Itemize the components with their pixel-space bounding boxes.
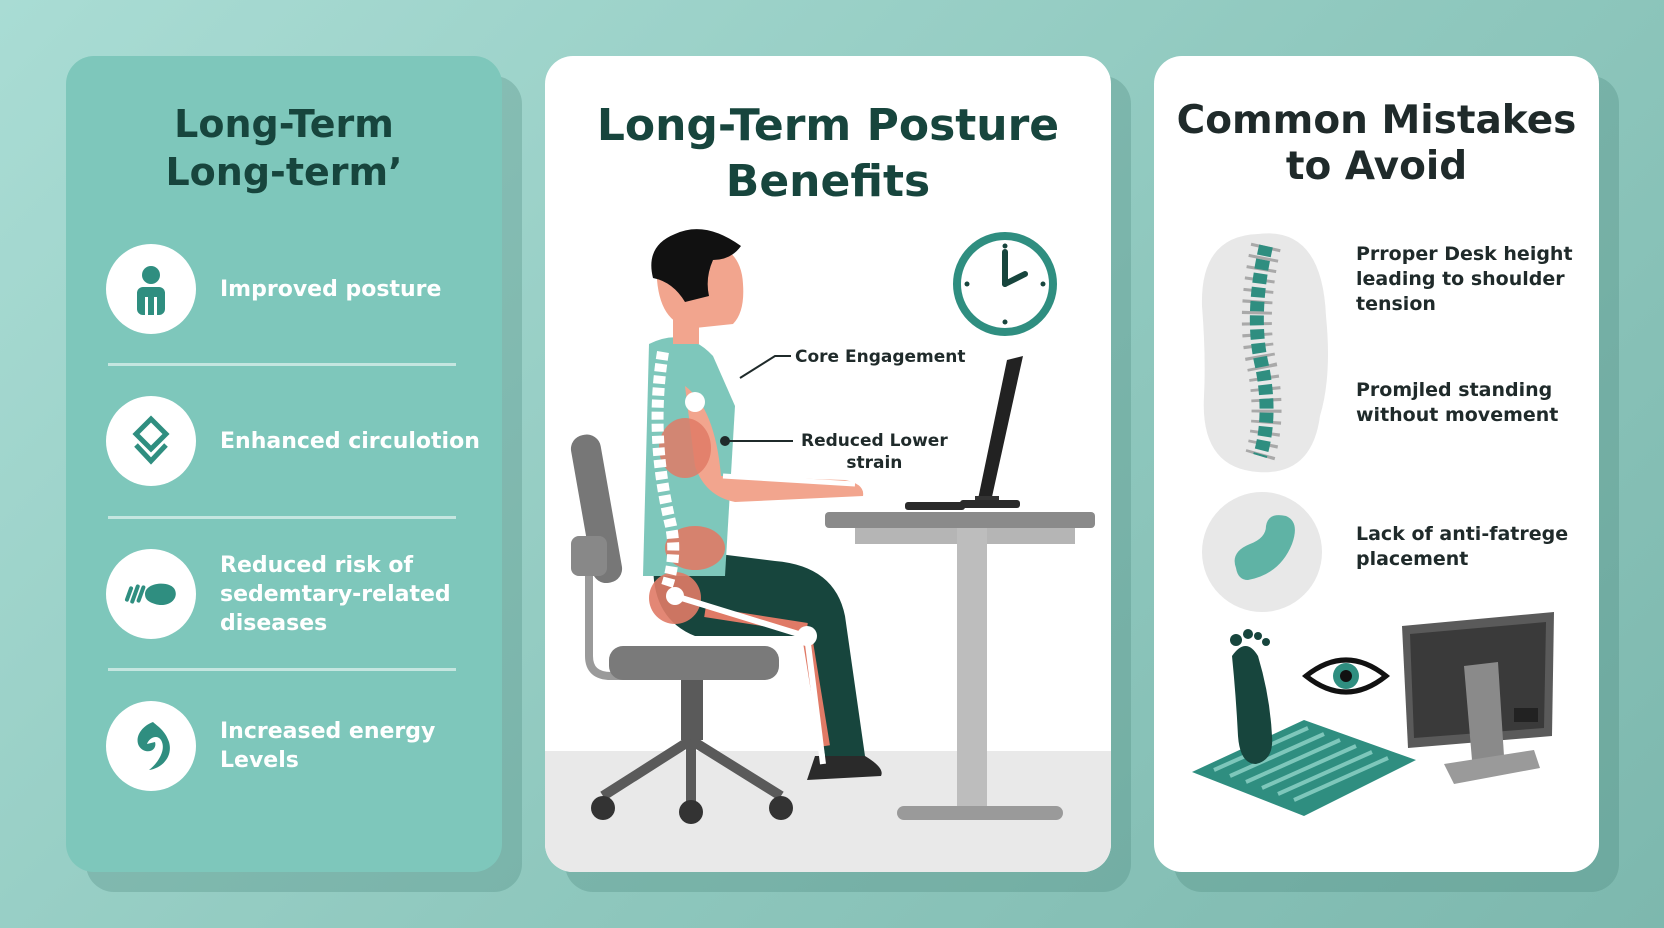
monitor-icon — [1402, 612, 1554, 784]
left-title-line2: Long-term’ — [165, 150, 403, 194]
mid-title-line1: Long-Term Posture — [596, 100, 1060, 151]
benefit-item-posture: Improved posture — [106, 244, 486, 344]
spine-icon — [1201, 233, 1328, 473]
kidney-shape-icon — [1202, 492, 1322, 612]
office-chair — [570, 434, 793, 824]
mid-title-line2: Benefits — [725, 156, 931, 207]
annotation-core-engagement: Core Engagement — [795, 347, 966, 367]
divider — [108, 668, 456, 671]
middle-panel-title: Long-Term Posture Benefits — [545, 98, 1111, 210]
left-panel-title: Long-Term Long-term’ — [66, 100, 502, 196]
right-title-line1: Common Mistakes — [1176, 98, 1577, 143]
annotation-reduced-lower-strain: Reduced Lower strain — [801, 430, 948, 474]
benefits-panel: Long-Term Long-term’ Improved posture En… — [66, 56, 502, 872]
anti-fatigue-mat-icon — [1192, 629, 1416, 816]
divider — [108, 516, 456, 519]
standing-desk — [825, 512, 1095, 820]
ergonomic-desk-illustration — [545, 229, 1111, 872]
benefit-label: Reduced risk of sedemtary-related diseas… — [220, 552, 451, 636]
annotation-line2: strain — [846, 453, 903, 473]
benefit-label: Enhanced circulotion — [220, 428, 480, 454]
footprint-icon — [106, 549, 196, 639]
mistake-desk-height: Prroper Desk height leading to shoulder … — [1356, 243, 1573, 315]
posture-benefits-panel: Long-Term Posture Benefits — [545, 56, 1111, 872]
energy-leaf-icon — [106, 701, 196, 791]
benefit-item-energy: Increased energy Levels — [106, 701, 486, 801]
computer-monitor — [905, 356, 1023, 510]
benefit-label: Improved posture — [220, 276, 442, 302]
clock-icon — [953, 232, 1057, 336]
benefit-item-disease-risk: Reduced risk of sedemtary-related diseas… — [106, 549, 486, 649]
eye-icon — [1301, 657, 1391, 695]
mistake-anti-fatigue: Lack of anti-fatrege placement — [1356, 523, 1569, 570]
left-title-line1: Long-Term — [174, 102, 394, 146]
person-icon — [106, 244, 196, 334]
seated-person — [643, 229, 882, 780]
mistakes-illustrations — [1192, 233, 1554, 816]
benefit-label: Increased energy Levels — [220, 719, 436, 773]
right-panel-title: Common Mistakes to Avoid — [1154, 98, 1599, 190]
right-title-line2: to Avoid — [1285, 144, 1468, 189]
diamond-chevron-icon — [106, 396, 196, 486]
benefit-item-circulation: Enhanced circulotion — [106, 396, 486, 496]
annotation-line1: Reduced Lower — [801, 431, 948, 451]
mistakes-panel: Common Mistakes to Avoid — [1154, 56, 1599, 872]
mistake-prolonged-standing: Promjled standing without movement — [1356, 379, 1559, 426]
divider — [108, 363, 456, 366]
